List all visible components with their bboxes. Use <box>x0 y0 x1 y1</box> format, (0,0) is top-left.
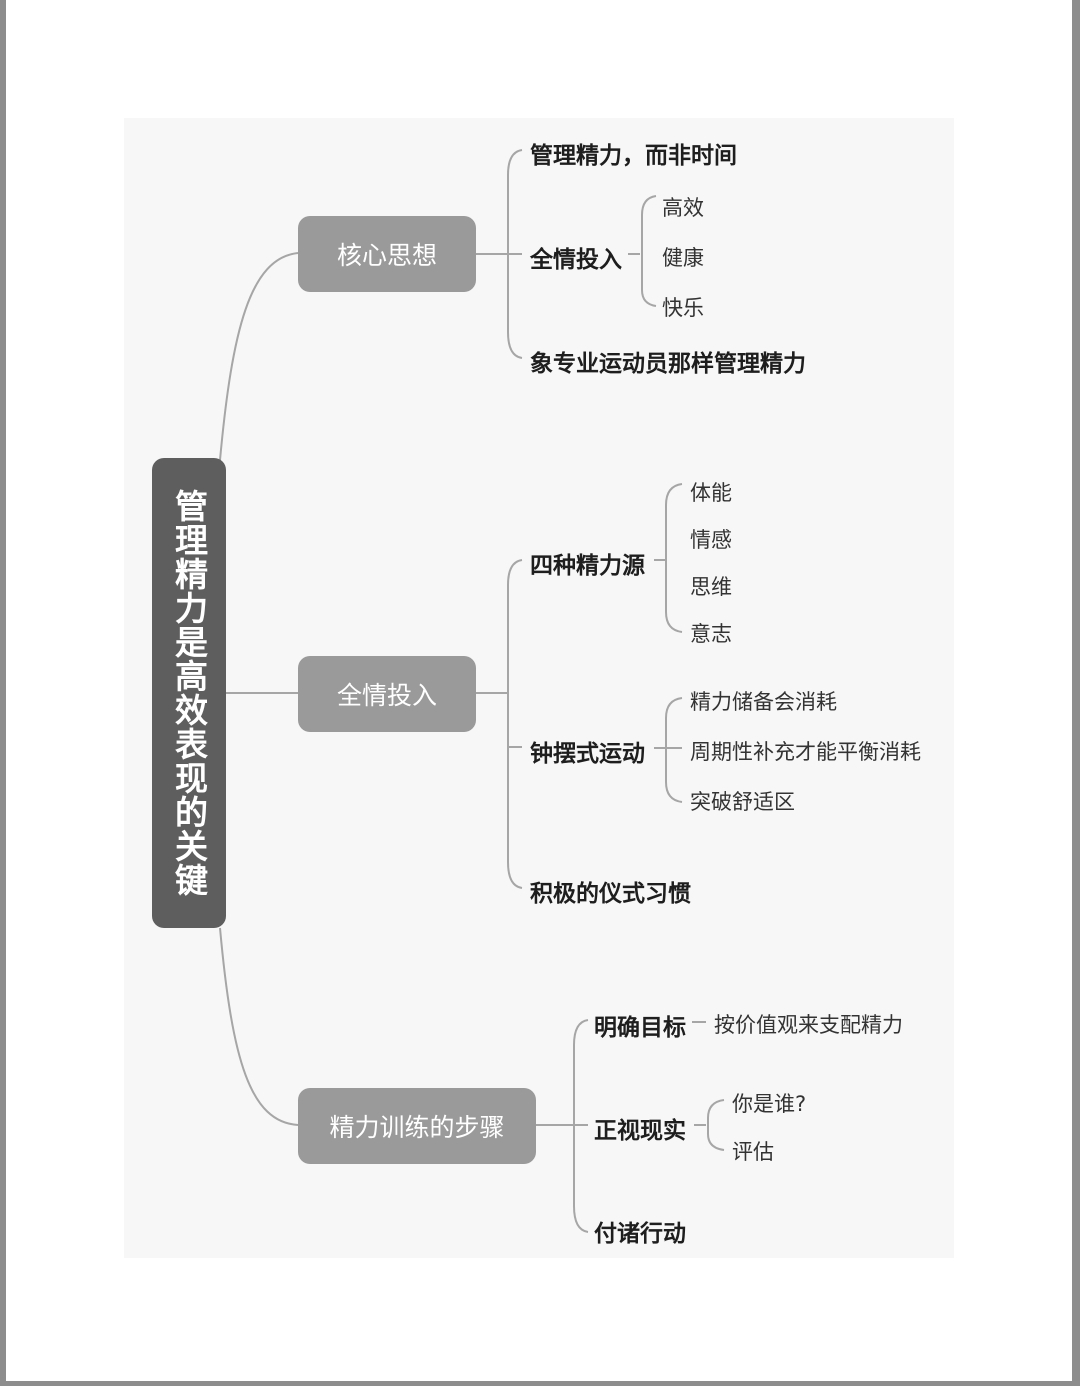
node-rituals: 积极的仪式习惯 <box>530 881 691 907</box>
node-pendulum: 钟摆式运动 <box>530 741 645 767</box>
branch-label-core-idea: 核心思想 <box>336 241 437 270</box>
connector-sources-brace <box>665 483 683 633</box>
node-face-reality: 正视现实 <box>594 1118 686 1144</box>
branch-node-training-steps: 精力训练的步骤 <box>298 1088 536 1164</box>
leaf-reserve-consumed: 精力储备会消耗 <box>690 690 837 714</box>
node-take-action: 付诸行动 <box>594 1221 686 1247</box>
connector-focus-brace <box>641 195 657 307</box>
node-full-engagement: 全情投入 <box>530 247 622 273</box>
leaf-physical: 体能 <box>690 481 732 505</box>
node-define-purpose: 明确目标 <box>594 1015 686 1041</box>
leaf-emotional: 情感 <box>690 528 732 552</box>
leaf-happy: 快乐 <box>662 296 704 320</box>
branch-node-core-idea: 核心思想 <box>298 216 476 292</box>
leaf-will: 意志 <box>690 622 732 646</box>
leaf-assess: 评估 <box>732 1140 774 1164</box>
branch-label-full-engagement: 全情投入 <box>336 681 437 710</box>
leaf-values: 按价值观来支配精力 <box>714 1013 903 1037</box>
leaf-mental: 思维 <box>690 575 732 599</box>
root-node: 管理精力是高效表现的关键 <box>152 458 226 928</box>
connector-root-core <box>219 252 299 461</box>
leaf-comfort-zone: 突破舒适区 <box>690 790 795 814</box>
leaf-efficient: 高效 <box>662 196 704 220</box>
leaf-periodic-recovery: 周期性补充才能平衡消耗 <box>690 740 921 764</box>
leaf-healthy: 健康 <box>662 246 704 270</box>
connector-pendulum-brace <box>665 697 683 803</box>
connector-reality-brace <box>707 1099 725 1151</box>
mindmap-canvas <box>124 118 954 1258</box>
node-athlete: 象专业运动员那样管理精力 <box>530 351 806 377</box>
leaf-who-are-you: 你是谁? <box>732 1092 807 1116</box>
root-title: 管理精力是高效表现的关键 <box>169 489 209 897</box>
node-four-sources: 四种精力源 <box>530 553 645 579</box>
node-manage-energy: 管理精力，而非时间 <box>530 143 737 169</box>
branch-node-full-engagement: 全情投入 <box>298 656 476 732</box>
connector-engage-brace <box>507 559 523 889</box>
connector-root-steps <box>219 927 299 1126</box>
branch-label-training-steps: 精力训练的步骤 <box>329 1113 505 1142</box>
